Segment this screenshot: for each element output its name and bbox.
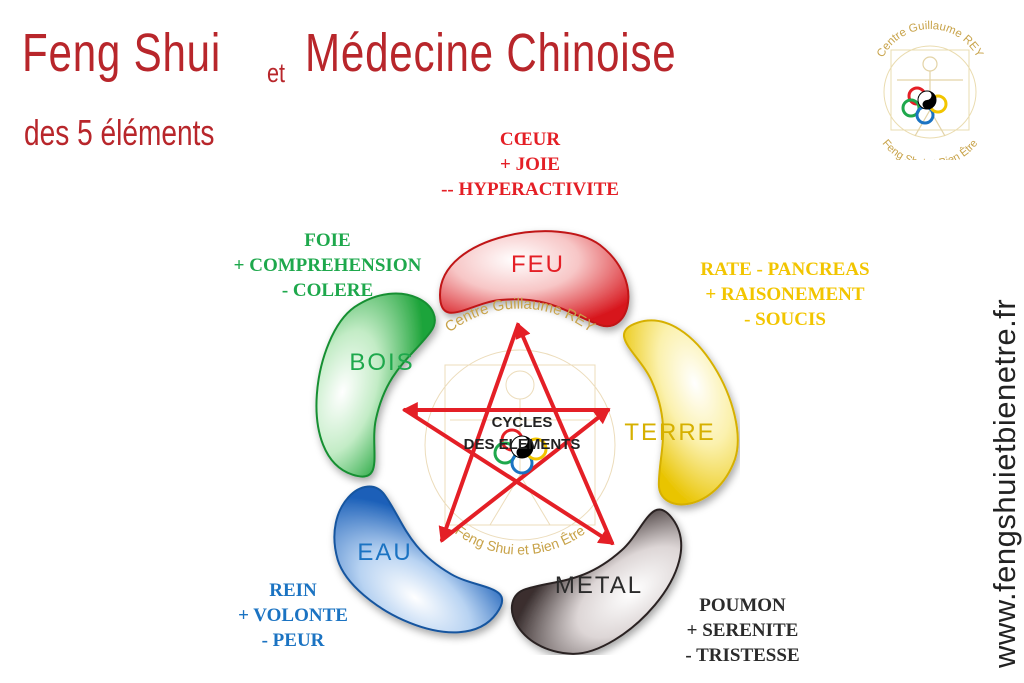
metal-description: POUMON + SERENITE - TRISTESSE (665, 593, 820, 668)
element-name-eau: EAU (357, 539, 412, 566)
eau-negative: - PEUR (261, 630, 325, 651)
feu-organ: CŒUR (499, 129, 561, 150)
petal-bois (315, 292, 436, 478)
terre-organ: RATE - PANCREAS (700, 259, 870, 280)
feu-description: CŒUR + JOIE -- HYPERACTIVITE (420, 127, 640, 202)
center-label-line2: DES ELEMENTS (464, 436, 581, 453)
bois-positive: + COMPREHENSION (233, 255, 422, 276)
bois-description: FOIE + COMPREHENSION - COLERE (215, 228, 440, 303)
petal-eau (333, 485, 504, 634)
feu-negative: -- HYPERACTIVITE (441, 179, 619, 200)
metal-positive: + SERENITE (686, 620, 799, 641)
metal-negative: - TRISTESSE (685, 645, 800, 666)
center-label-line1: CYCLES (492, 414, 553, 431)
logo-bottom-text: Feng Shui et Bien Être (880, 137, 981, 160)
petal-feu (438, 230, 630, 328)
petal-metal (510, 508, 683, 655)
bois-organ: FOIE (304, 230, 351, 251)
title-part1: Feng Shui (22, 23, 222, 83)
element-name-metal: METAL (555, 572, 643, 599)
page-subtitle: des 5 éléments (24, 112, 215, 153)
five-elements-diagram: Centre Guillaume REY Feng Shui et Bien Ê… (315, 230, 739, 655)
element-name-feu: FEU (511, 251, 565, 278)
element-name-bois: BOIS (349, 349, 414, 376)
bois-negative: - COLERE (281, 280, 374, 301)
terre-negative: - SOUCIS (744, 309, 826, 330)
element-name-terre: TERRE (624, 419, 715, 446)
centre-logo: Centre Guillaume REY Feng Shui et Bien Ê… (875, 20, 985, 160)
page-title: Feng Shui (22, 22, 277, 84)
center-symbol (493, 428, 548, 475)
yin-yang-icon (917, 90, 937, 110)
petal-terre (623, 319, 739, 506)
eau-organ: REIN (269, 580, 317, 601)
page-title-second: Médecine Chinoise (305, 22, 781, 84)
center-yin-yang-icon (510, 435, 534, 459)
eau-positive: + VOLONTE (238, 605, 348, 626)
pentagram-arrows (401, 322, 615, 545)
background-vitruvian-icon (424, 349, 616, 541)
title-part2: Médecine Chinoise (305, 23, 677, 83)
terre-description: RATE - PANCREAS + RAISONEMENT - SOUCIS (675, 257, 895, 332)
feu-positive: + JOIE (500, 154, 560, 175)
eau-description: REIN + VOLONTE - PEUR (218, 578, 368, 653)
title-connector: et (267, 58, 286, 88)
website-url: www.fengshuietbienetre.fr (987, 298, 1022, 668)
metal-organ: POUMON (699, 595, 786, 616)
terre-positive: + RAISONEMENT (705, 284, 865, 305)
